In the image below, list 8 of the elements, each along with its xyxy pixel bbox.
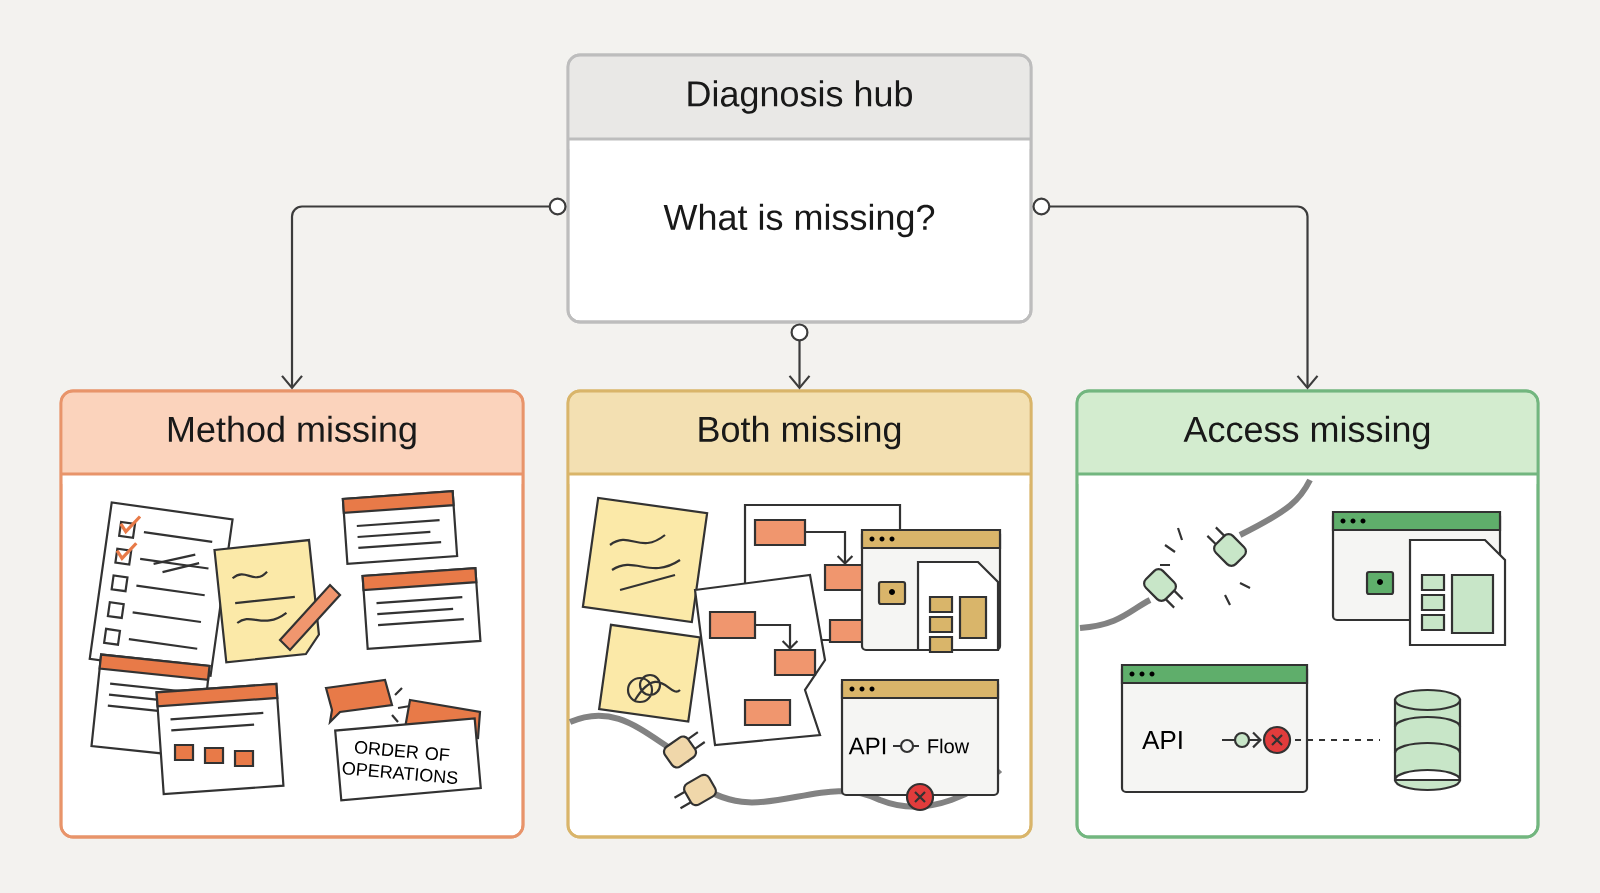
illustration-label: ORDER OF OPERATIONS [342,741,458,784]
hub-box: Diagnosis hub What is missing? [566,53,1033,324]
illustration-label: Flow [928,738,970,754]
illustration-label: API [848,737,886,755]
arrow [788,323,811,390]
arrow [281,197,567,390]
arrow [1032,197,1319,390]
illustration-label: API [1142,731,1182,749]
